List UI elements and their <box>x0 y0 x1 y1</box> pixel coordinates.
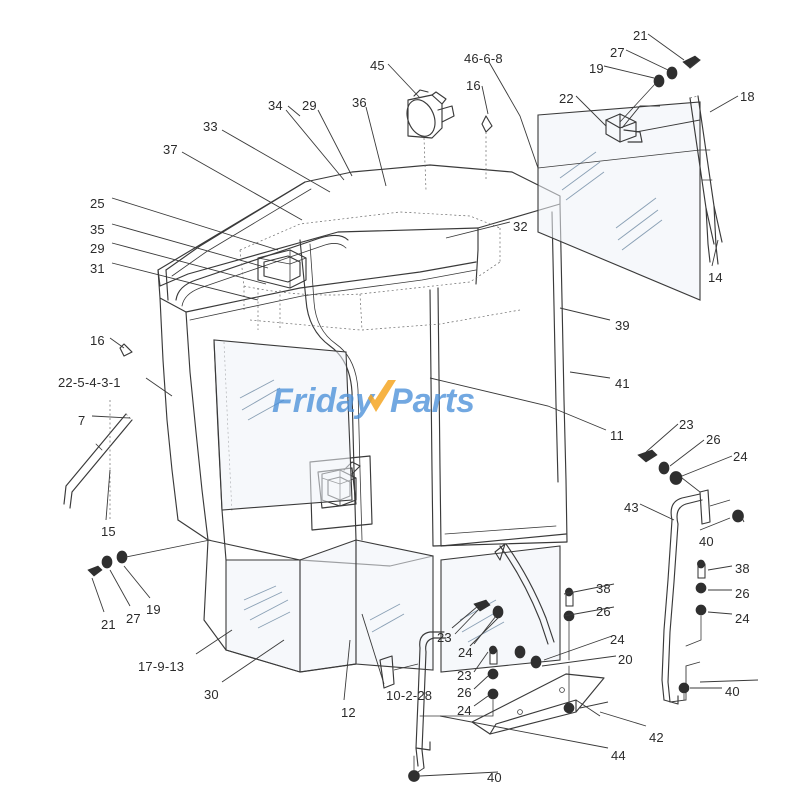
callout-label-20: 20 <box>618 652 633 667</box>
callout-label-10_2_28: 10-2-28 <box>386 688 433 703</box>
callout-label-24: 24 <box>458 645 473 660</box>
hardware-bolts-40 <box>408 755 420 782</box>
callout-label-16: 16 <box>90 333 105 348</box>
roof-hidden-lines <box>239 211 521 331</box>
callout-label-24: 24 <box>735 611 750 626</box>
hardware-cluster-top-right <box>619 55 701 123</box>
callout-label-38: 38 <box>596 581 611 596</box>
callout-label-34: 34 <box>268 98 283 113</box>
callout-label-33: 33 <box>203 119 218 134</box>
callout-label-40: 40 <box>487 770 502 785</box>
callout-label-27: 27 <box>610 45 625 60</box>
callout-label-26: 26 <box>706 432 721 447</box>
callout-label-39: 39 <box>615 318 630 333</box>
mount-plate-42 <box>471 673 605 735</box>
callout-label-22: 22 <box>559 91 574 106</box>
hardware-right-lower <box>678 559 707 701</box>
wiper-blade-16-left <box>119 343 133 357</box>
hardware-cluster-bottom-left <box>87 539 211 577</box>
lower-left-door-glass <box>203 539 357 673</box>
callout-label-41: 41 <box>615 376 630 391</box>
callout-label-45: 45 <box>370 58 385 73</box>
weatherstrip-18 <box>689 95 723 265</box>
callout-label-32: 32 <box>513 219 528 234</box>
hardware-23-26-24-right <box>637 449 744 523</box>
callout-label-15: 15 <box>101 524 116 539</box>
callout-label-31: 31 <box>90 261 105 276</box>
callout-label-27: 27 <box>126 611 141 626</box>
callout-label-11: 11 <box>610 428 624 443</box>
callout-label-37: 37 <box>163 142 178 157</box>
cab-body-outline <box>157 164 568 567</box>
upper-door-handle-detail <box>257 249 307 330</box>
callout-label-40: 40 <box>699 534 714 549</box>
callout-label-23: 23 <box>437 630 452 645</box>
callout-label-26: 26 <box>596 604 611 619</box>
callout-label-29: 29 <box>90 241 105 256</box>
weatherstrip-7-15 <box>63 400 133 520</box>
callout-label-19: 19 <box>146 602 161 617</box>
callout-label-29: 29 <box>302 98 317 113</box>
callout-label-12: 12 <box>341 705 356 720</box>
callout-label-7: 7 <box>78 413 86 428</box>
callout-label-46_6_8: 46-6-8 <box>464 51 503 66</box>
callout-label-26: 26 <box>457 685 472 700</box>
curved-seal-20 <box>494 543 555 645</box>
callout-label-44: 44 <box>611 748 626 763</box>
callout-label-21: 21 <box>101 617 116 632</box>
callout-label-25: 25 <box>90 196 105 211</box>
callout-label-23: 23 <box>457 668 472 683</box>
callout-label-26: 26 <box>735 586 750 601</box>
glass-hatching-left <box>243 585 291 629</box>
callout-label-17_9_13: 17-9-13 <box>138 659 185 674</box>
hardware-bottom-mid <box>419 599 542 717</box>
callout-label-40: 40 <box>725 684 740 699</box>
callout-label-19: 19 <box>589 61 604 76</box>
callout-label-24: 24 <box>610 632 625 647</box>
callout-label-24: 24 <box>733 449 748 464</box>
wiper-motor-assembly <box>406 89 455 191</box>
center-lower-glass <box>355 539 434 671</box>
grab-handle-43 <box>661 489 731 705</box>
callout-label-42: 42 <box>649 730 664 745</box>
wiper-blade-16-top <box>481 115 493 180</box>
callout-label-35: 35 <box>90 222 105 237</box>
grab-handle-44 <box>379 631 447 777</box>
upper-left-glass <box>213 339 353 511</box>
callout-label-36: 36 <box>352 95 367 110</box>
callout-label-23: 23 <box>679 417 694 432</box>
rear-glass-panel <box>537 101 701 301</box>
callout-label-43: 43 <box>624 500 639 515</box>
callout-label-30: 30 <box>204 687 219 702</box>
bracket-22 <box>605 105 701 143</box>
hardware-38-26-24-center <box>563 587 575 714</box>
callout-label-14: 14 <box>708 270 723 285</box>
callout-label-16: 16 <box>466 78 481 93</box>
callout-label-24: 24 <box>457 703 472 718</box>
callout-label-22_5_4_3_1: 22-5-4-3-1 <box>58 375 121 390</box>
glass-hatching-rear <box>559 151 663 251</box>
callout-label-21: 21 <box>633 28 648 43</box>
callout-label-18: 18 <box>740 89 755 104</box>
callout-label-38: 38 <box>735 561 750 576</box>
leader-lines <box>91 33 759 777</box>
